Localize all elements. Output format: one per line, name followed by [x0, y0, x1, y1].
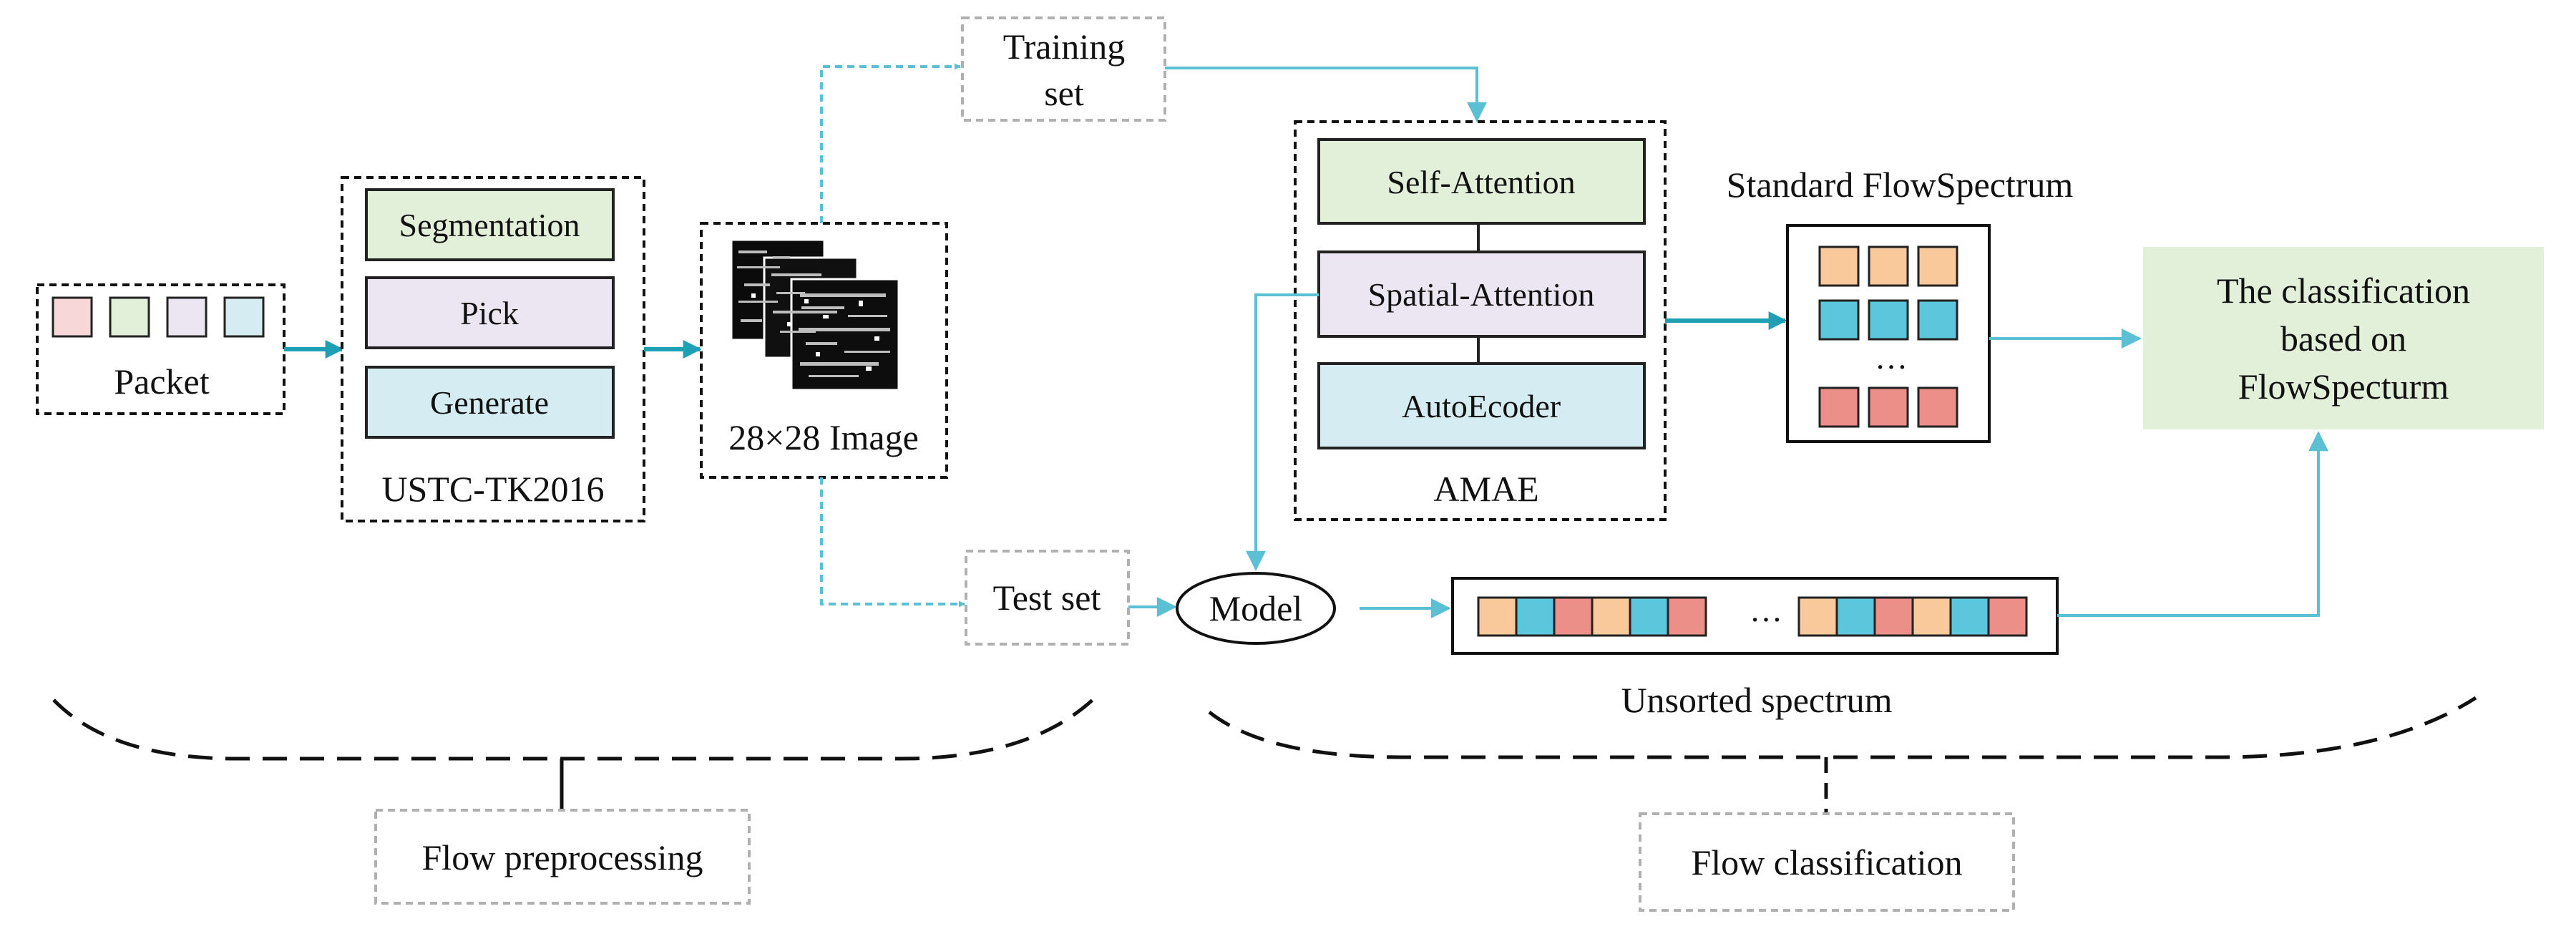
training-set-line1: Training: [1003, 26, 1125, 67]
test-set-label: Test set: [993, 578, 1101, 618]
preprocessing-phase: Flow preprocessing: [52, 696, 1096, 905]
standard-spectrum-row-2: [1818, 299, 1958, 341]
image-label: 28×28 Image: [728, 417, 919, 457]
unsorted-left-cell-3: [1553, 596, 1594, 637]
pick-step: [365, 276, 615, 349]
unsorted-spectrum-group: … Unsorted spectrum: [1451, 577, 2059, 720]
training-set-box: [961, 16, 1166, 122]
self-attention-layer: [1317, 138, 1646, 225]
segmentation-label: Segmentation: [399, 207, 580, 243]
arrow-image-to-training: [820, 63, 961, 223]
amae-title: AMAE: [1433, 469, 1538, 509]
model-label: Model: [1209, 588, 1303, 628]
preprocessing-label: Flow preprocessing: [422, 837, 703, 877]
preprocessing-brace: [52, 696, 1096, 761]
unsorted-spectrum-label: Unsorted spectrum: [1621, 680, 1892, 720]
arrow-unsorted-to-classification: [2057, 431, 2328, 617]
classification-phase: Flow classification: [1208, 696, 2477, 912]
spatial-attention-label: Spatial-Attention: [1368, 276, 1595, 313]
classification-line3: FlowSpecturm: [2238, 366, 2449, 407]
unsorted-left-cell-6: [1667, 596, 1707, 637]
model-group: Model: [1176, 572, 1336, 645]
classification-phase-label: Flow classification: [1691, 842, 1962, 882]
unsorted-right-cell-5: [1949, 596, 1990, 637]
dataset-group: Segmentation Pick Generate USTC-TK2016: [341, 176, 645, 522]
classification-box: [2143, 247, 2544, 429]
training-set-line2: set: [1044, 73, 1084, 113]
segmentation-step: [365, 188, 615, 261]
standard-spectrum-title: Standard FlowSpectrum: [1727, 165, 2074, 205]
unsorted-right-cell-3: [1873, 596, 1914, 637]
test-set-box: [965, 550, 1130, 646]
arrow-amae-to-model: [1246, 293, 1319, 571]
unsorted-left-cell-5: [1629, 596, 1669, 637]
arrow-training-to-amae: [1165, 67, 1487, 122]
autoecoder-label: AutoEcoder: [1402, 388, 1561, 424]
classification-brace: [1208, 696, 2477, 759]
packet-cell-lavender: [166, 296, 208, 338]
pick-label: Pick: [460, 295, 519, 331]
classification-line1: The classification: [2217, 271, 2470, 311]
packet-cell-cyan: [223, 296, 265, 338]
amae-group: Self-Attention Spatial-Attention AutoEco…: [1294, 120, 1667, 521]
unsorted-right-cell-1: [1797, 596, 1838, 637]
model-ellipse: [1176, 572, 1336, 645]
standard-spectrum-row-3: [1818, 386, 1958, 428]
noise-image-stack: [730, 238, 900, 391]
packet-cell-green: [109, 296, 150, 338]
packet-group: Packet: [36, 283, 286, 415]
image-group: 28×28 Image: [700, 222, 948, 479]
unsorted-cells-left: [1477, 596, 1707, 637]
classification-phase-box: [1639, 812, 2015, 912]
standard-spectrum-row-1: [1818, 245, 1958, 287]
training-set-group: Training set: [961, 16, 1166, 122]
self-attention-label: Self-Attention: [1387, 164, 1575, 200]
test-set-group: Test set: [965, 550, 1130, 646]
unsorted-left-cell-4: [1591, 596, 1631, 637]
unsorted-left-cell-1: [1477, 596, 1518, 637]
dataset-title: USTC-TK2016: [381, 469, 604, 509]
unsorted-right-cell-4: [1911, 596, 1952, 637]
arrow-image-to-test: [820, 477, 965, 608]
generate-step: [365, 366, 615, 439]
autoecoder-layer: [1317, 362, 1646, 449]
packet-cell-pink: [52, 296, 93, 338]
packet-label: Packet: [114, 361, 209, 402]
unsorted-spectrum-ellipsis: …: [1750, 592, 1782, 628]
unsorted-right-cell-2: [1835, 596, 1876, 637]
generate-label: Generate: [430, 384, 549, 421]
unsorted-cells-right: [1797, 596, 2028, 637]
unsorted-right-cell-6: [1987, 596, 2028, 637]
preprocessing-box: [374, 809, 751, 905]
standard-spectrum-group: Standard FlowSpectrum …: [1727, 165, 2074, 443]
standard-spectrum-ellipsis: …: [1875, 339, 1908, 376]
classification-group: The classification based on FlowSpecturm: [2143, 247, 2544, 429]
unsorted-left-cell-2: [1515, 596, 1556, 637]
classification-line2: based on: [2280, 318, 2406, 359]
